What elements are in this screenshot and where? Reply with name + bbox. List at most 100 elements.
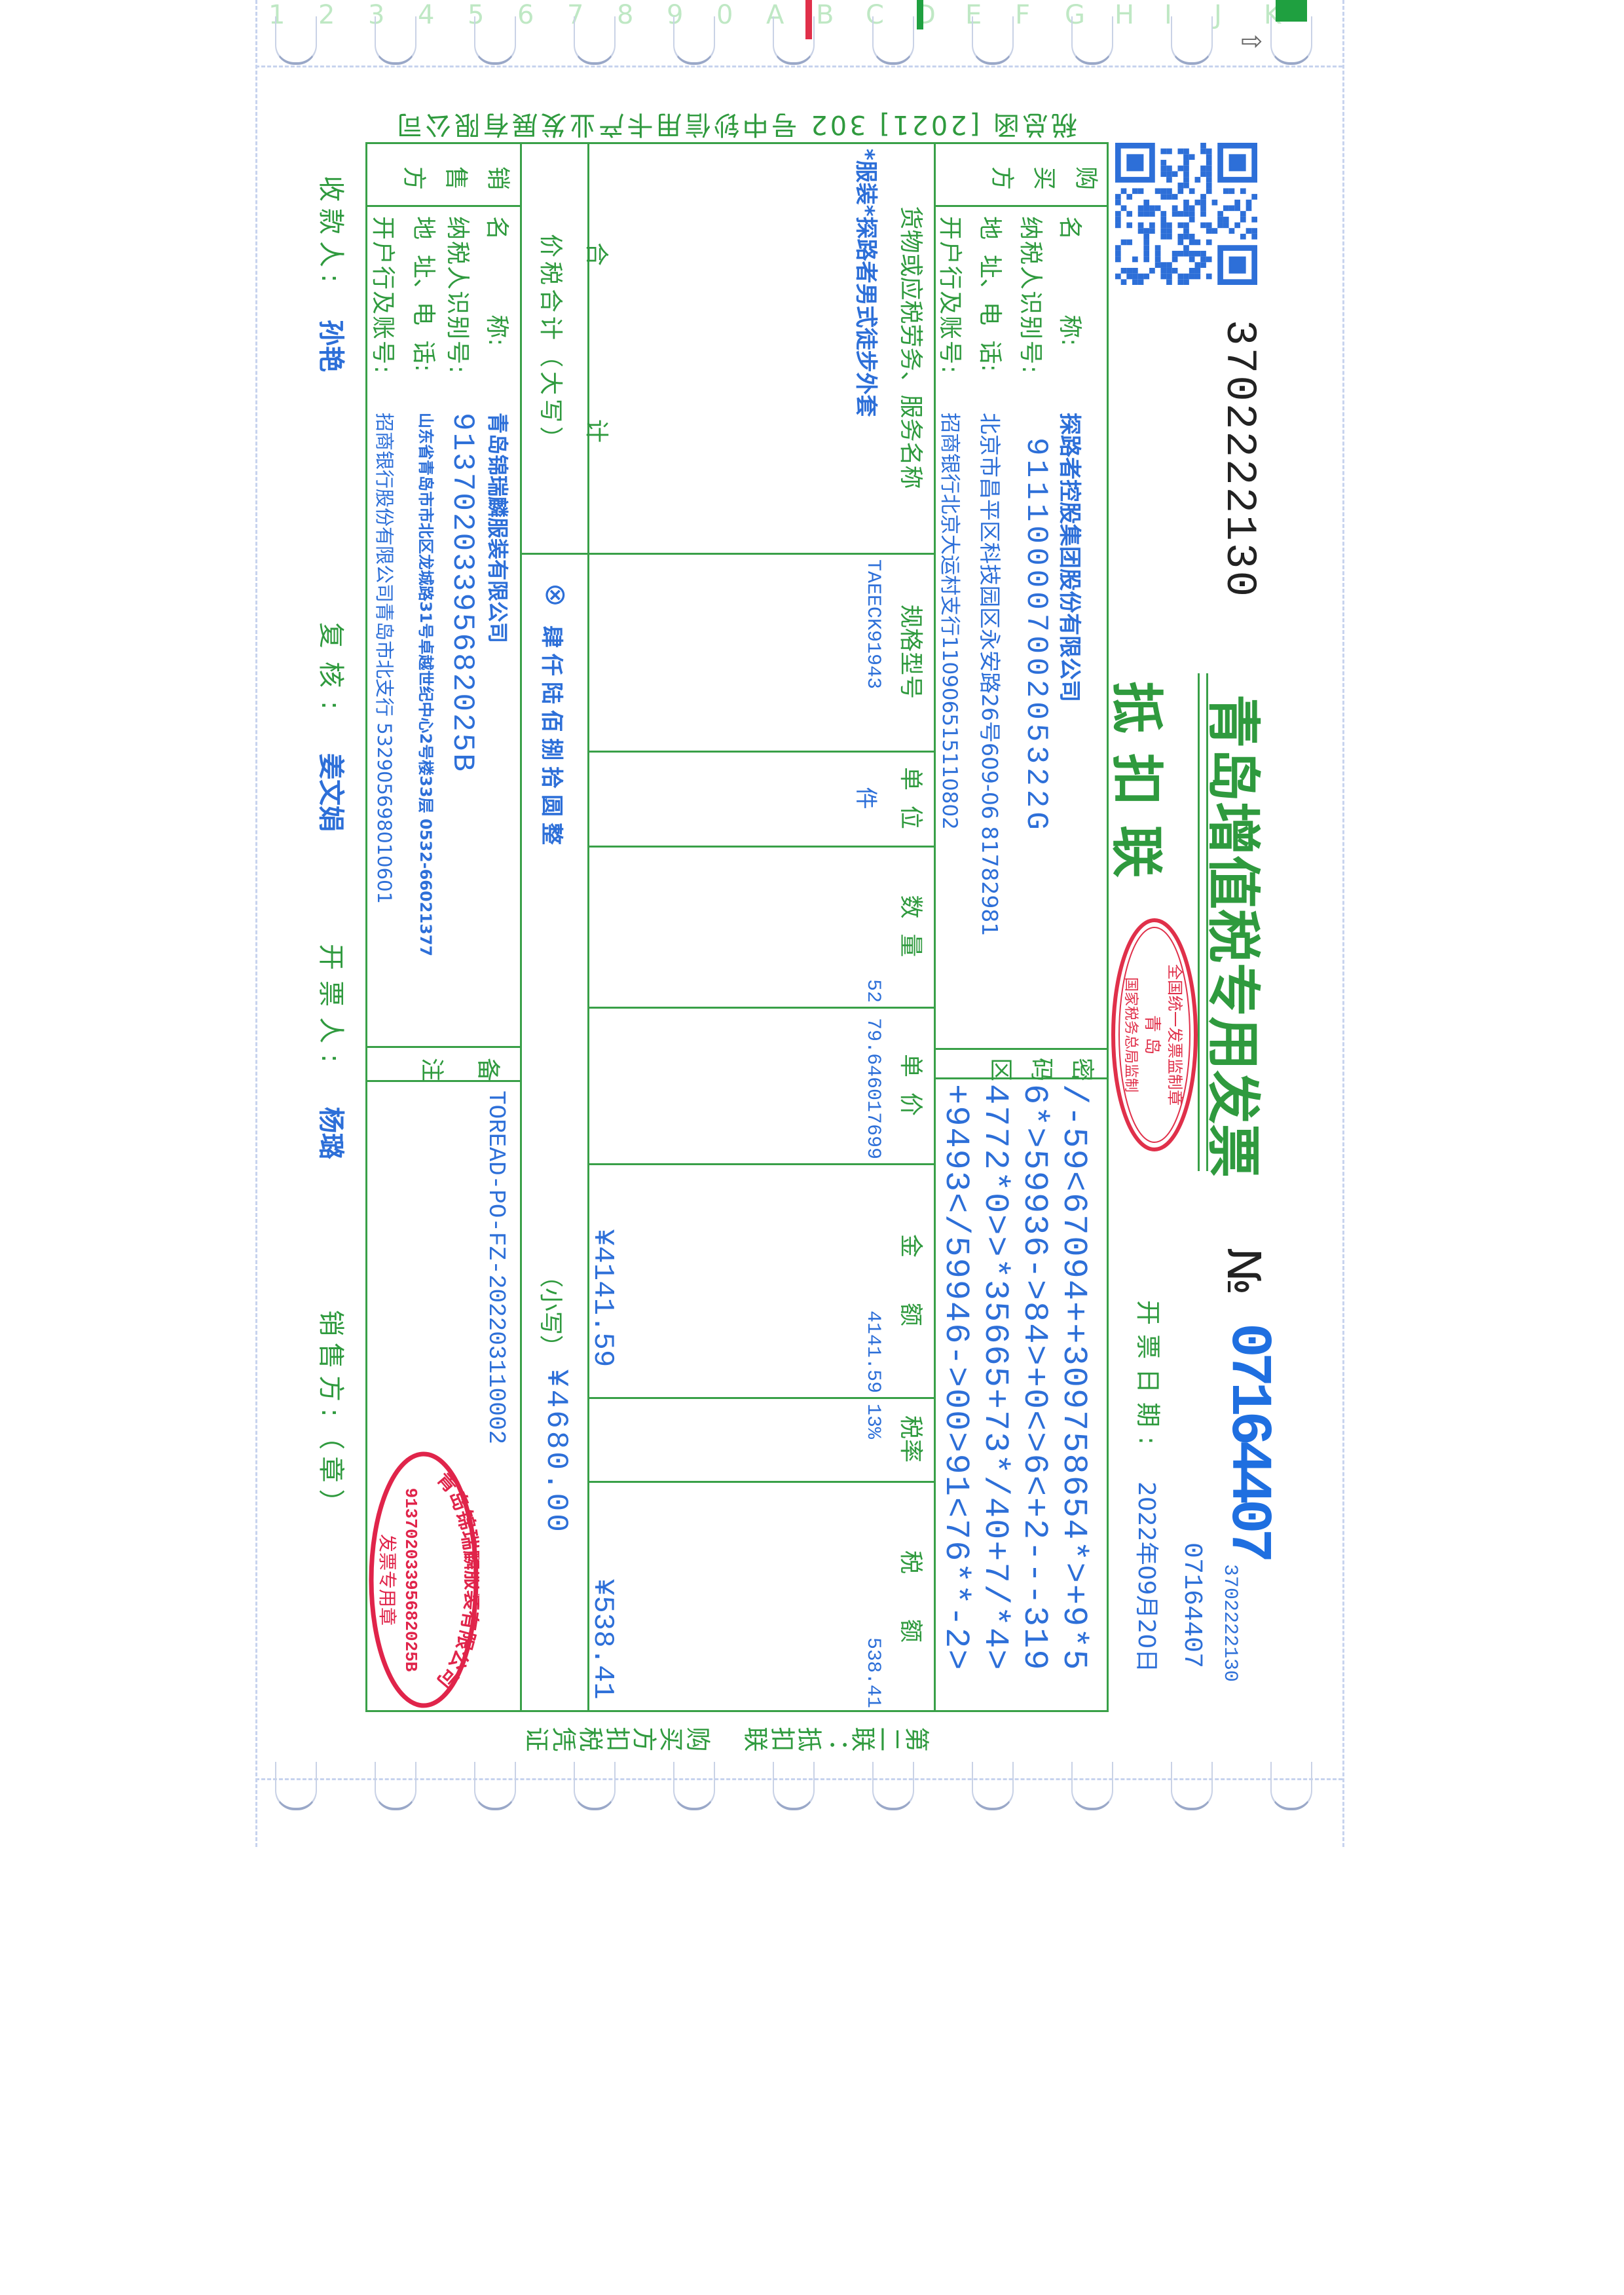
grand-total-label: 价税合计（大写） [537, 234, 564, 455]
pin-label: H [1115, 0, 1135, 30]
feed-hole [375, 16, 416, 65]
seal-text-middle: 青 岛 [1142, 1015, 1162, 1054]
column-divider [589, 1397, 936, 1399]
total-label-he: 合 [583, 242, 610, 267]
seller-address-label: 地 址、电 话: [410, 216, 437, 372]
feed-hole [1171, 1762, 1213, 1810]
pin-label: 2 [318, 0, 335, 30]
remarks-label: 备注 [388, 1054, 501, 1081]
column-header: 货物或应税劳务、服务名称 [897, 206, 924, 489]
invoice-code-small: 3702222130 [1219, 1564, 1241, 1683]
invoice-date: 2022年09月20日 [1133, 1482, 1160, 1673]
payee: 孙艳 [316, 320, 346, 372]
remarks-text: TOREAD-PO-FZ-202203110002 [483, 1091, 509, 1445]
green-marker [917, 0, 923, 29]
feed-hole [375, 1762, 416, 1810]
buyer-side-label: 购买方 [973, 162, 1099, 189]
seal-company: 青岛锦瑞麟服装有限公司 [432, 1467, 479, 1692]
no-symbol: № [1217, 1248, 1270, 1296]
issuer: 杨璐 [316, 1107, 346, 1159]
feed-hole [773, 1762, 815, 1810]
invoice: 3702222130 青岛增值税专用发票 抵扣联 全国统一发票监制章 青 岛 国… [229, 0, 1342, 1847]
cipher-label: 密码区 [973, 1054, 1095, 1081]
divider [522, 553, 936, 555]
buyer-address-label: 地 址、电 话: [976, 216, 1003, 372]
column-header: 单 价 [897, 1054, 924, 1116]
goods-amount: 4141.59 [862, 1310, 884, 1393]
pin-label: 0 [716, 0, 733, 30]
invoice-title: 青岛增值税专用发票 [1202, 694, 1264, 1178]
divider [587, 142, 589, 1712]
seal-text-top: 全国统一发票监制章 [1166, 964, 1184, 1106]
feed-hole [673, 1762, 715, 1810]
grand-total-small-label: （小写） [537, 1264, 564, 1359]
column-divider [589, 846, 936, 848]
divider [934, 142, 936, 1712]
divider [365, 1046, 522, 1048]
grand-total-words: 肆仟陆佰捌拾圆整 [538, 625, 564, 851]
seller-seal-label: 销售方:（章） [316, 1310, 346, 1522]
pin-label: B [816, 0, 834, 30]
pin-label: I [1164, 0, 1172, 30]
green-marker [1276, 0, 1307, 22]
tax-bureau-seal: 全国统一发票监制章 青 岛 国家税务总局监制 [1111, 918, 1198, 1151]
buyer-taxid-label: 纳税人识别号: [1017, 216, 1044, 375]
cipher-line: 4772*0>>*35665+73*/40+7/*4> [976, 1084, 1014, 1671]
feed-hole [474, 1762, 516, 1810]
buyer-taxid: 91110000700205322G [1019, 438, 1053, 834]
left-perforation [255, 0, 257, 1847]
pin-label: 4 [418, 0, 435, 30]
grand-total-amount: ¥4680.00 [539, 1369, 573, 1535]
seal-taxid: 91370203395682025B [401, 1488, 420, 1672]
column-header: 数 量 [897, 895, 924, 958]
feed-hole [275, 16, 317, 65]
seal-text-bottom: 国家税务总局监制 [1122, 977, 1139, 1092]
goods-price: 79.646017699 [862, 1017, 884, 1159]
pin-label: F [1015, 0, 1031, 30]
seller-name: 青岛锦瑞麟服装有限公司 [485, 413, 510, 644]
feed-hole [275, 1762, 317, 1810]
buyer-address: 北京市昌平区科技园区永安路26号609-06 81782981 [977, 413, 1003, 937]
seller-address: 山东省青岛市市北区龙城路31号卓越世纪中心2号楼33层 0532-6602137… [416, 413, 435, 957]
arrow-icon: ⇨ [1241, 26, 1263, 56]
seal-type: 发票专用章 [377, 1534, 398, 1626]
cipher-line: 6*>59936->84>+0<>6<+2---319 [1015, 1084, 1054, 1671]
feed-hole [1270, 1762, 1312, 1810]
circle-x-icon: ⊗ [539, 583, 572, 607]
seller-invoice-seal: 青岛锦瑞麟服装有限公司 91370203395682025B 发票专用章 [369, 1451, 479, 1708]
goods-tax: 538.41 [862, 1637, 884, 1708]
pin-label: 6 [517, 0, 534, 30]
feed-hole [1171, 16, 1213, 65]
cipher-line: +9493</59946->00>91<76**-2> [936, 1084, 975, 1671]
column-header: 单 位 [897, 767, 924, 829]
title-underline [1198, 673, 1208, 1171]
divider [936, 205, 1109, 207]
column-divider [589, 1007, 936, 1009]
column-header: 税率 [897, 1415, 924, 1463]
invoice-number: 07164407 [1215, 1323, 1280, 1558]
column-header: 规格型号 [897, 604, 924, 699]
copy-type: 抵扣联 [1106, 681, 1167, 897]
cipher-line: /-59<67094++309758654*>+9*5 [1054, 1084, 1093, 1671]
feed-hole [574, 1762, 616, 1810]
column-header: 金 额 [897, 1234, 924, 1326]
goods-unit: 件 [853, 787, 879, 810]
total-tax: ¥538.41 [586, 1578, 619, 1700]
goods-name: *服装*探路者男式徒步外套 [853, 149, 879, 417]
date-label: 开票日期: [1134, 1300, 1162, 1454]
reviewer-label: 复核: [316, 622, 346, 723]
buyer-name: 探路者控股集团股份有限公司 [1056, 413, 1082, 702]
issuer-label: 开票人: [316, 944, 346, 1073]
pin-label: 8 [617, 0, 634, 30]
feed-hole [773, 16, 815, 65]
feed-hole [872, 16, 914, 65]
feed-hole [1270, 16, 1312, 65]
buyer-name-label: 名 称: [1056, 216, 1083, 346]
column-divider [589, 1481, 936, 1483]
goods-qty: 52 [862, 979, 884, 1003]
invoice-code: 3702222130 [1215, 320, 1264, 599]
total-amount: ¥4141.59 [586, 1229, 619, 1368]
feed-hole [474, 16, 516, 65]
goods-rate: 13% [862, 1404, 884, 1440]
seller-name-label: 名 称: [483, 216, 510, 346]
